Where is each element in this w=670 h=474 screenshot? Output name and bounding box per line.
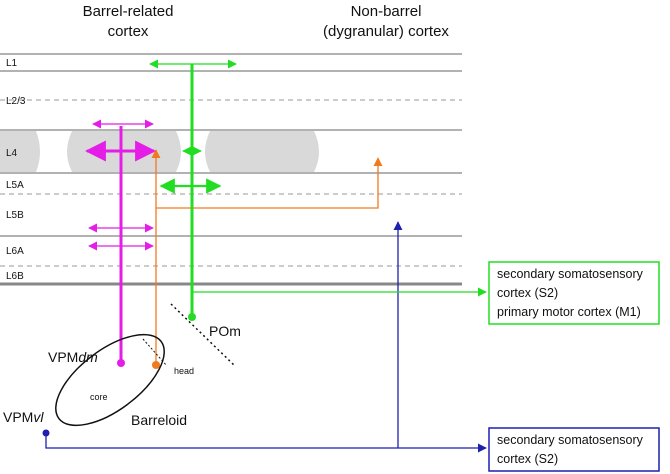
head-label: head [174, 366, 194, 376]
vpmvl-pathway [42, 221, 487, 453]
layer-label-l23: L2/3 [6, 96, 26, 107]
header-nonbarrel-line2: (dygranular) cortex [323, 23, 449, 40]
layer-label-l6b: L6B [6, 271, 24, 282]
blue-target-line1: secondary somatosensory [497, 433, 644, 447]
header-barrel-line2: cortex [108, 23, 149, 40]
vpmvl-soma [42, 429, 50, 437]
orange-pathway [151, 149, 383, 369]
header-barrel-line1: Barrel-related [83, 3, 174, 20]
barreloid-outline [55, 333, 165, 427]
green-target-box: secondary somatosensory cortex (S2) prim… [488, 261, 660, 325]
vpmdm-label: VPMdm [48, 349, 98, 365]
green-target-line1: secondary somatosensory [497, 267, 644, 281]
header-nonbarrel-line1: Non-barrel [351, 3, 422, 20]
green-target-line3: primary motor cortex (M1) [497, 305, 641, 319]
layer-boundaries [0, 53, 462, 286]
green-soma [188, 313, 196, 321]
vpmvl-axon [45, 433, 398, 449]
layer-label-l1: L1 [6, 58, 18, 69]
barreloid-label: Barreloid [131, 412, 187, 428]
barrel-left-partial [0, 131, 40, 172]
blue-target-line2: cortex (S2) [497, 452, 558, 466]
pom-label: POm [209, 323, 241, 339]
layer-label-l4: L4 [6, 148, 18, 159]
layer-label-l5a: L5A [6, 180, 24, 191]
vpmvl-label: VPMvl [3, 409, 44, 425]
orange-axon-branch [156, 157, 383, 209]
magenta-pathway [84, 119, 157, 367]
layer-label-l6a: L6A [6, 246, 24, 257]
green-pathway [149, 59, 487, 321]
barrel-right [205, 131, 319, 172]
green-target-line2: cortex (S2) [497, 286, 558, 300]
layer-label-l5b: L5B [6, 210, 24, 221]
orange-soma [152, 361, 160, 369]
magenta-soma [117, 359, 125, 367]
barrels [0, 131, 319, 172]
core-label: core [90, 392, 108, 402]
blue-target-box: secondary somatosensory cortex (S2) [488, 427, 660, 472]
